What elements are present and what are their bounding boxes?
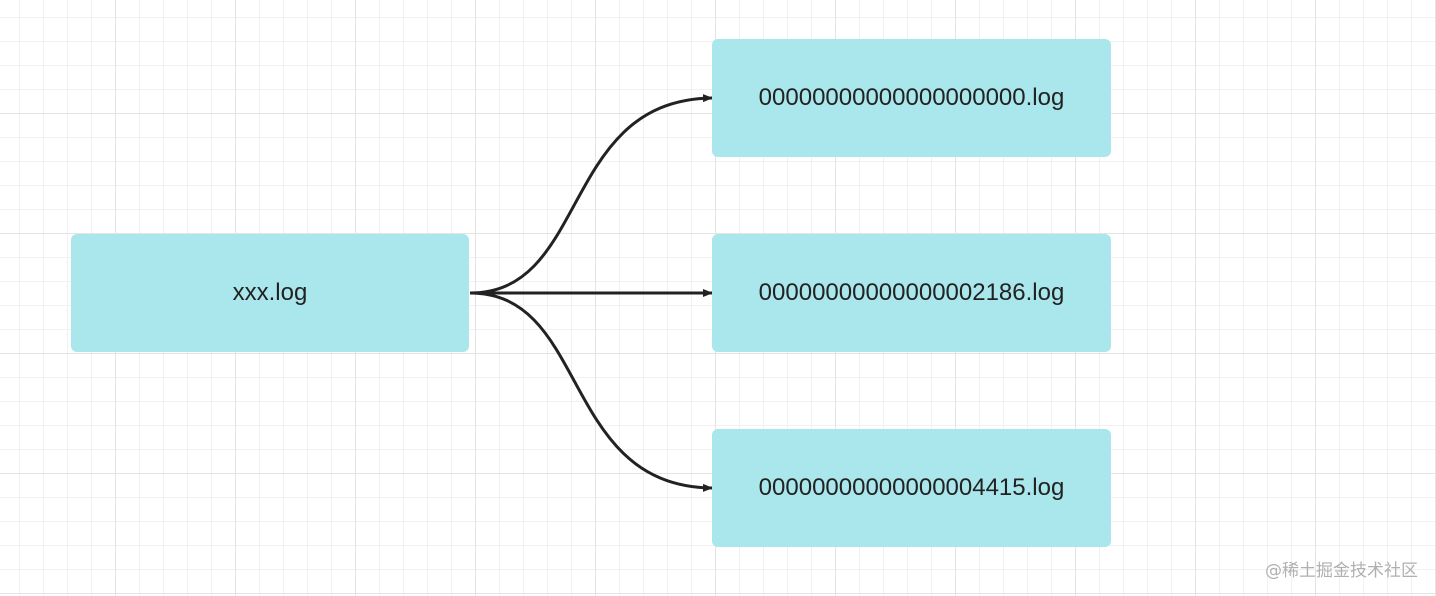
segment-log-label-1: 00000000000000000000.log	[758, 84, 1065, 111]
segment-log-label-2: 00000000000000002186.log	[758, 279, 1065, 306]
source-log-label: xxx.log	[232, 279, 308, 306]
edge-to-segment-1	[469, 94, 713, 295]
edge-to-segment-3	[469, 291, 713, 492]
watermark: @稀土掘金技术社区	[1265, 561, 1418, 581]
segment-log-node-3: 00000000000000004415.log	[712, 429, 1111, 547]
segment-log-label-3: 00000000000000004415.log	[758, 474, 1065, 501]
segment-log-node-2: 00000000000000002186.log	[712, 234, 1111, 352]
segment-log-node-1: 00000000000000000000.log	[712, 39, 1111, 157]
source-log-node: xxx.log	[71, 234, 469, 352]
